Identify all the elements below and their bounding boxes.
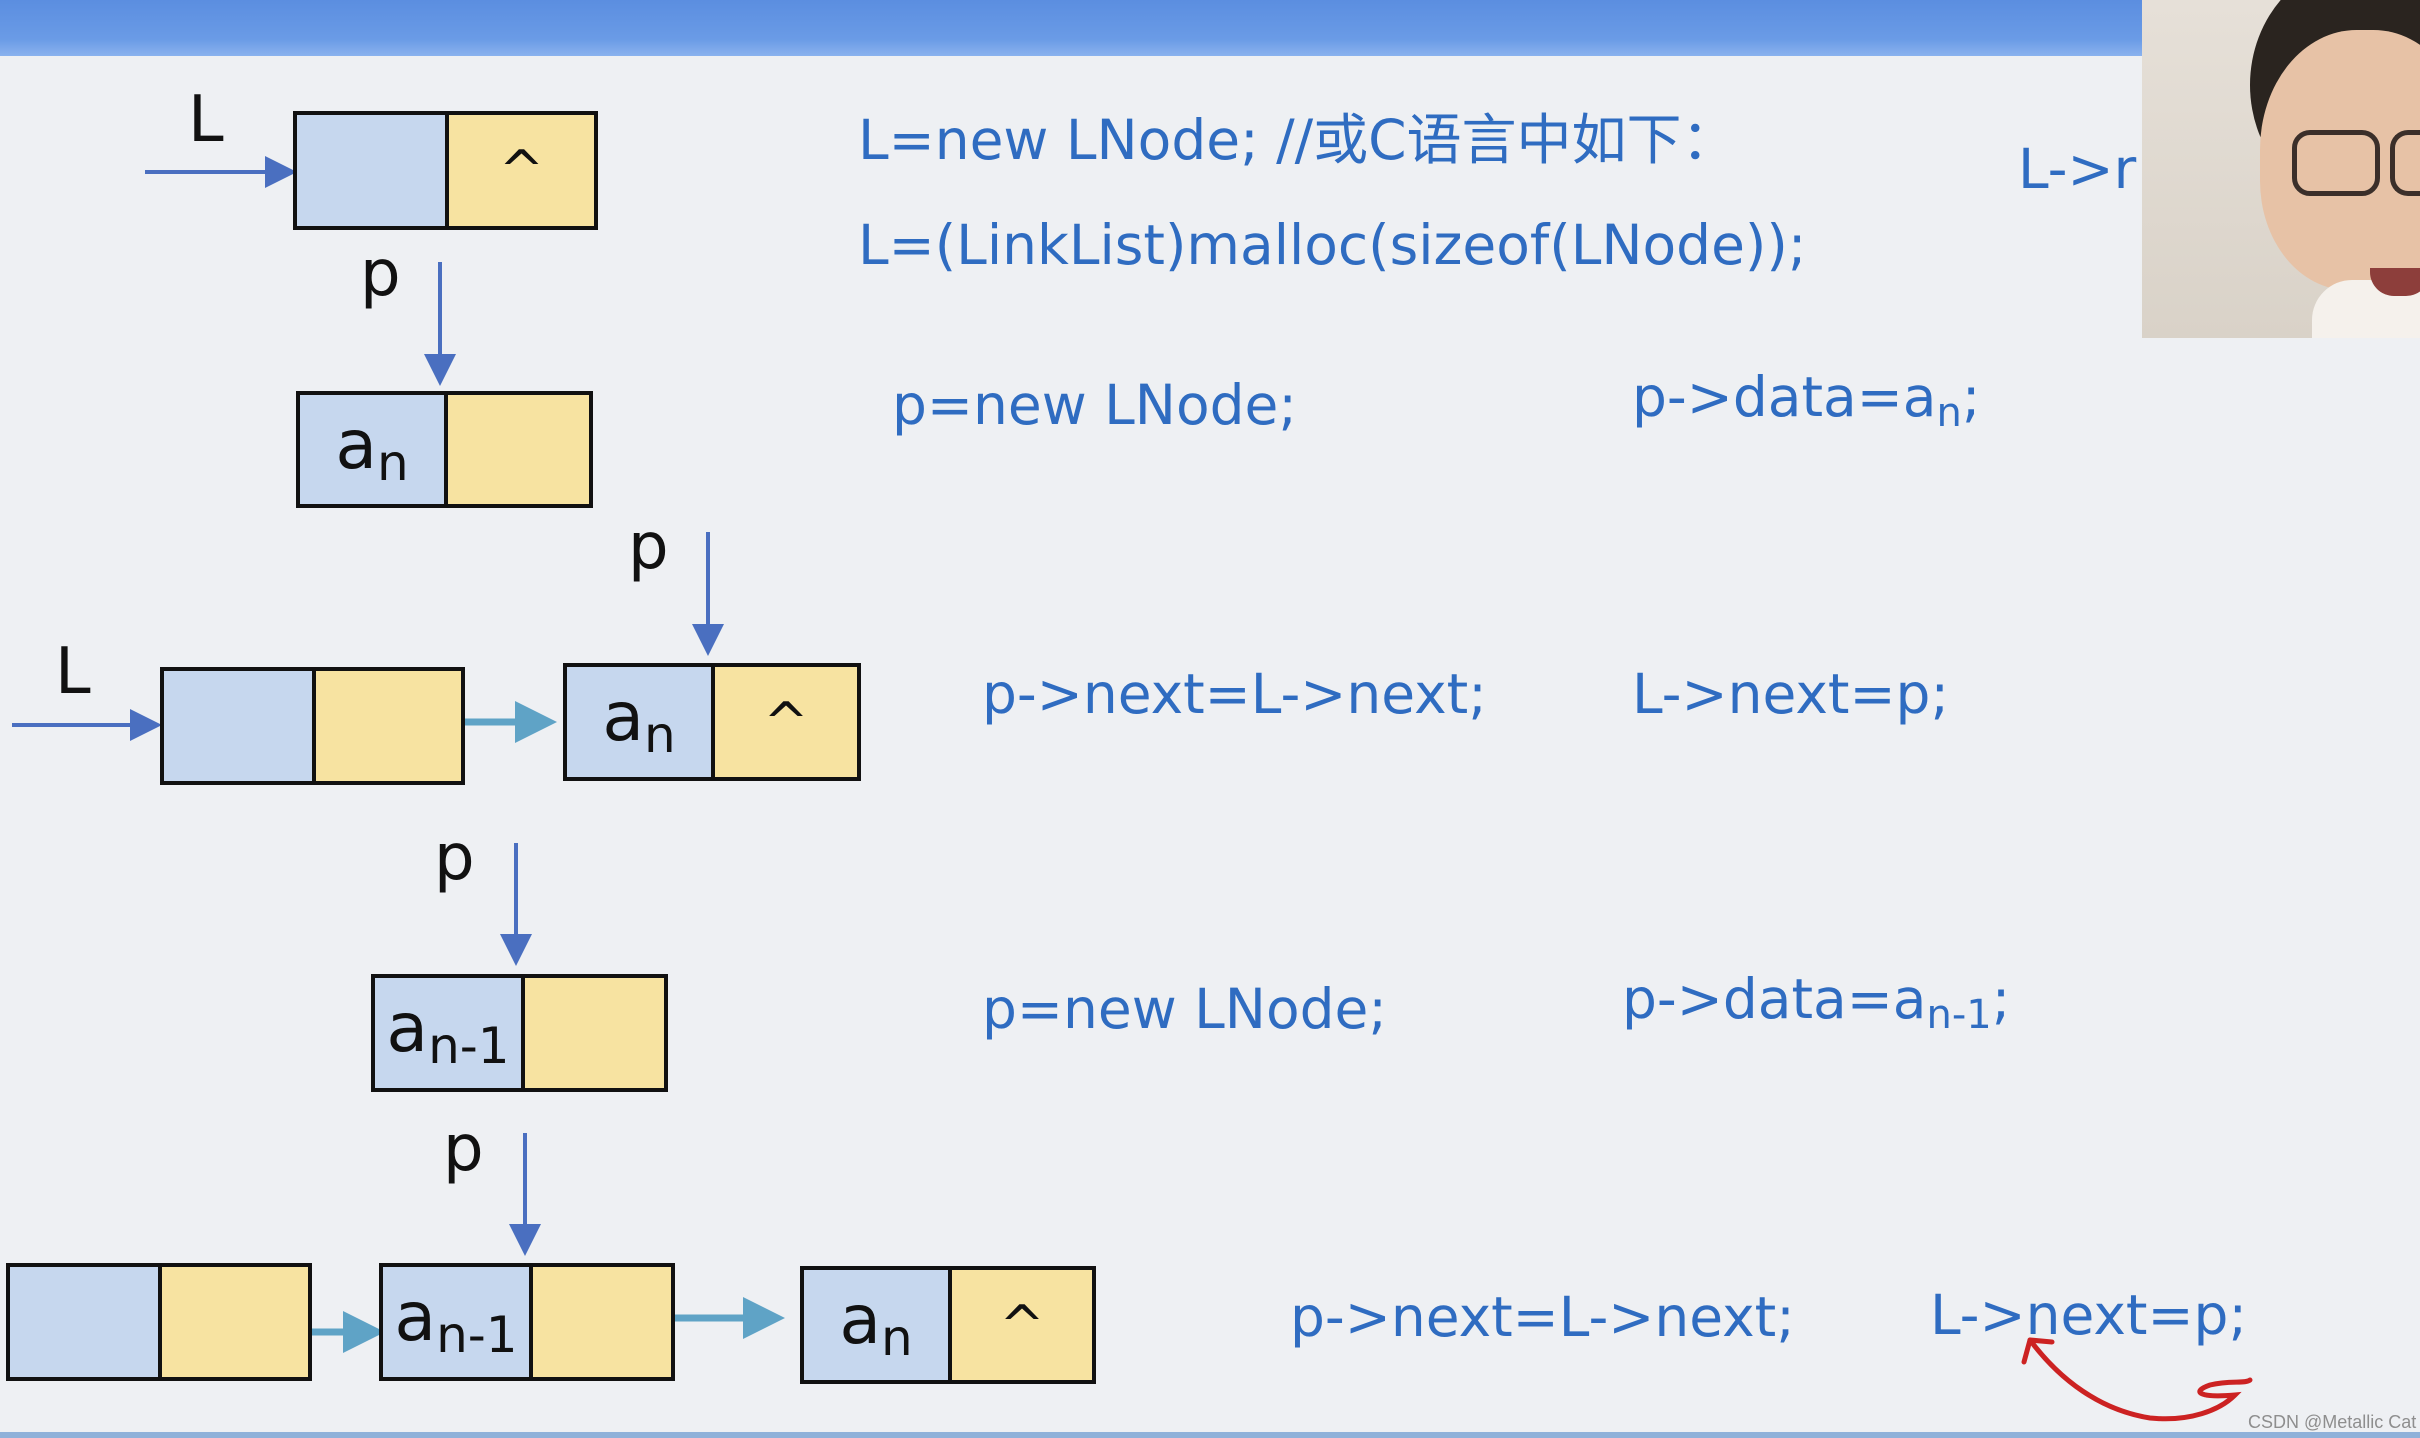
data-field <box>164 671 316 781</box>
data-field: an <box>567 667 715 777</box>
code-step3-new: p=new LNode; <box>982 977 1387 1041</box>
handwritten-annotation <box>2021 1337 2055 1365</box>
data-field: an-1 <box>383 1267 533 1377</box>
node-an: an ^ <box>563 663 861 781</box>
slide-bottom-line <box>0 1432 2420 1438</box>
code-step2-link: p->next=L->next; <box>982 662 1487 726</box>
watermark: CSDN @Metallic Cat <box>2248 1412 2417 1432</box>
head-label-L: L <box>55 635 91 709</box>
node-an-1: an-1 <box>379 1263 675 1381</box>
head-label-L: L <box>188 83 224 157</box>
null-symbol: ^ <box>498 139 545 202</box>
null-symbol: ^ <box>999 1293 1045 1357</box>
code-step4-link: p->next=L->next; <box>1290 1285 1795 1349</box>
code-step2-head: L->next=p; <box>1632 662 1949 726</box>
code-step3-data: p->data=an-1; <box>1622 967 2011 1038</box>
next-field <box>448 395 589 504</box>
data-field <box>297 115 449 226</box>
head-node <box>6 1263 312 1381</box>
pointer-label-p: p <box>434 821 475 895</box>
null-symbol: ^ <box>763 690 809 754</box>
code-line-malloc: L=(LinkList)malloc(sizeof(LNode)); <box>858 213 1807 277</box>
next-field: ^ <box>449 115 594 226</box>
code-step1-data: p->data=an; <box>1632 365 1981 436</box>
code-line-new-head: L=new LNode; //或C语言中如下： <box>858 108 1737 172</box>
head-node <box>160 667 465 785</box>
next-field <box>525 978 664 1088</box>
data-field: an-1 <box>375 978 525 1088</box>
code-step4-head: L->next=p; <box>1930 1283 2247 1347</box>
pointer-label-p: p <box>628 510 669 584</box>
next-field <box>162 1267 308 1377</box>
next-field: ^ <box>952 1270 1092 1380</box>
webcam-video-overlay <box>2142 0 2420 338</box>
next-field <box>316 671 461 781</box>
pointer-label-p: p <box>360 237 401 311</box>
handwritten-annotation <box>2027 1337 2253 1422</box>
data-field <box>10 1267 162 1377</box>
node-an: an ^ <box>800 1266 1096 1384</box>
data-field: an <box>804 1270 952 1380</box>
node-an: an <box>296 391 593 508</box>
next-field: ^ <box>715 667 857 777</box>
next-field <box>533 1267 671 1377</box>
code-line-cut: L->r <box>2018 137 2137 201</box>
data-field: an <box>300 395 448 504</box>
head-node: ^ <box>293 111 598 230</box>
node-an-1: an-1 <box>371 974 668 1092</box>
slide-title-bar <box>0 0 2142 56</box>
pointer-label-p: p <box>443 1112 484 1186</box>
code-step1-new: p=new LNode; <box>892 373 1297 437</box>
